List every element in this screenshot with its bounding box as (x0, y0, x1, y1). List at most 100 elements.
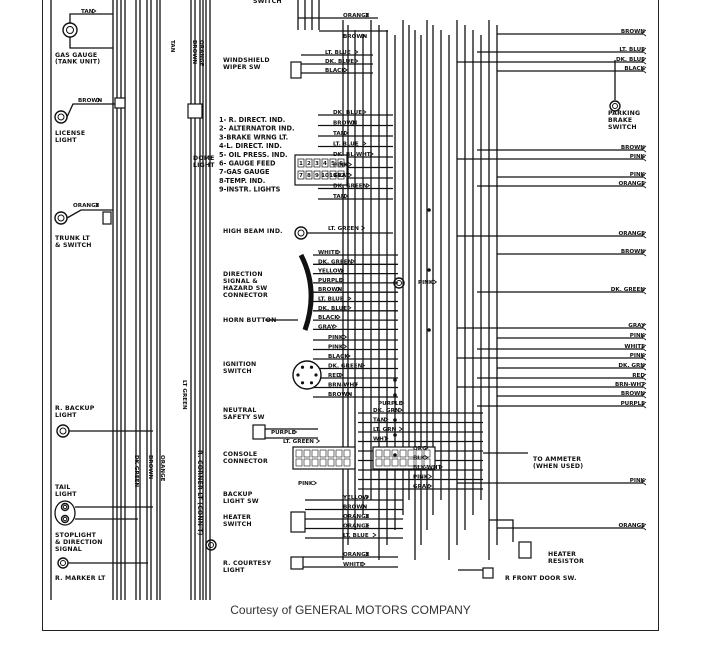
stoplight-label: & DIRECTION (55, 539, 103, 546)
wire-tag-arrow (343, 344, 348, 349)
wire-label-ignition: PINK (328, 335, 344, 341)
wire-label-cluster: TAN (333, 194, 346, 200)
wire-label-right: ORANGE (619, 181, 646, 187)
wire-tag-arrow (351, 258, 356, 264)
wire-label-cluster: DK. GREEN (333, 184, 368, 190)
cluster-pin-number: 12 (337, 173, 345, 179)
wire-end-arrow (641, 249, 647, 257)
wire-label-console: BLK (413, 456, 426, 462)
wire-end-arrow (641, 373, 647, 381)
console-pin (375, 458, 383, 467)
cluster-pin-number: 8 (307, 173, 311, 179)
backup-light-sw-label: BACKUP (223, 491, 253, 498)
wiring-diagram: TAN GAS GAUGE(TANK UNIT) BROWN LICENSE LIGHT… (50, 0, 647, 600)
wire-end-arrow (641, 391, 647, 399)
diagram-frame: TAN GAS GAUGE(TANK UNIT) BROWN LICENSE LIGHT… (42, 0, 659, 631)
indicator-list-item: 9-INSTR. LIGHTS (219, 186, 281, 194)
wire-tag-arrow (92, 8, 97, 14)
wire-tag-arrow (361, 225, 366, 231)
wire-tag-arrow (384, 417, 389, 422)
junction-dot (427, 328, 431, 332)
wire-label-wiper: BLACK (325, 68, 346, 74)
wire-end-arrow (641, 172, 647, 180)
cluster-pin-number: 11 (329, 173, 337, 179)
console-pin (303, 449, 311, 458)
ignition-terminal (300, 381, 305, 385)
wire-end-arrow (641, 29, 647, 37)
ignition-switch-label: IGNITION (223, 361, 256, 368)
wire-tag-arrow (348, 172, 353, 178)
stoplight-label: STOPLIGHT (55, 532, 97, 539)
cluster-pin (321, 170, 329, 180)
r-courtesy-label: LIGHT (223, 567, 245, 574)
console-pin (319, 458, 327, 467)
cluster-pin (297, 170, 305, 180)
gas-gauge-icon (62, 22, 78, 38)
wire-label-right: WHITE (624, 344, 645, 350)
console-pin (415, 458, 423, 467)
wire-label-signal: YELLOW (317, 269, 344, 275)
wire-tag-arrow (344, 130, 349, 136)
wire-label-console: DK. GRN (373, 408, 400, 414)
wire-label-right: BROWN (621, 29, 645, 35)
cluster-pin-number: 5 (331, 161, 335, 167)
tail-bulb-upper (60, 502, 70, 512)
r-backup-light-icon (56, 424, 70, 438)
wire-tag-arrow (353, 382, 358, 387)
gas-gauge-label: GAS GAUGE (55, 52, 97, 59)
wire-tag-arrow (398, 426, 403, 432)
console-pin (311, 449, 319, 458)
wire-tag-arrow (354, 58, 359, 64)
console-pin (335, 458, 343, 467)
ignition-terminal (309, 365, 314, 369)
wire-label-signal: LT. BLUE (318, 297, 344, 303)
wire-tag-arrow (365, 523, 370, 528)
indicator-list-item: 4-L. DIRECT. IND. (219, 142, 282, 150)
wire-label-neutral: LT. GREEN (283, 439, 314, 445)
console-connector-label: CONNECTOR (223, 458, 268, 465)
wire-label-right: ORANGE (619, 231, 646, 237)
parking-brake-label: PARKING (608, 110, 640, 117)
console-pin (327, 449, 335, 458)
r-corner-bulb (205, 539, 217, 551)
wire-label-right: GRAY (628, 323, 646, 329)
wire-label-wiper: DK. BLUE (325, 59, 354, 65)
pink-signal-bulb (393, 277, 405, 289)
wire-label-ignition: BLACK (328, 354, 349, 360)
wire-label-right: PINK (630, 353, 646, 359)
license-connector (114, 97, 126, 109)
trunk-light-icon (54, 211, 68, 225)
wire-tag-arrow (438, 464, 443, 470)
windshield-wiper-label: WINDSHIELD (223, 57, 270, 64)
wire-end-arrow (641, 333, 647, 341)
license-light-label: LICENSE (55, 130, 85, 137)
wire-tag-arrow (340, 277, 345, 283)
trunk-switch-label: TRUNK LT (55, 235, 90, 242)
console-pin (407, 449, 415, 458)
wire-label-cluster: DK. BL-WHT (333, 152, 371, 158)
front-door-switch-box (482, 567, 494, 579)
wire-label-ignition: BROWN (328, 392, 352, 398)
wire-tag-arrow (347, 305, 352, 311)
r-marker-icon-filament (60, 560, 66, 566)
cluster-pin-number: 6 (339, 161, 343, 167)
wire-label-console: LT. GRN (373, 427, 397, 433)
wire-label-right: DK. GREEN (611, 287, 646, 293)
wire-label-tan: TAN (81, 9, 94, 15)
wire-label-signal: DK. BLUE (318, 306, 347, 312)
wire-label-console: ORG (413, 446, 427, 452)
ignition-terminal (314, 373, 318, 377)
wire-end-arrow (641, 47, 647, 55)
wire-label-right: ORANGE (619, 523, 646, 529)
cluster-pin (329, 170, 337, 180)
indicator-list-item: 6- GAUGE FEED (219, 160, 276, 168)
wire-label-ignition: PINK (328, 345, 344, 351)
console-pin (383, 458, 391, 467)
ignition-terminal (300, 365, 305, 369)
junction-dot (393, 433, 397, 437)
wire-label-courtesy: ORANGE (343, 552, 370, 558)
gas-gauge-label: (TANK UNIT) (55, 59, 100, 66)
wire-label-right: PINK (630, 333, 646, 339)
wire-label-backup: BROWN (343, 505, 367, 511)
cluster-pin (313, 170, 321, 180)
